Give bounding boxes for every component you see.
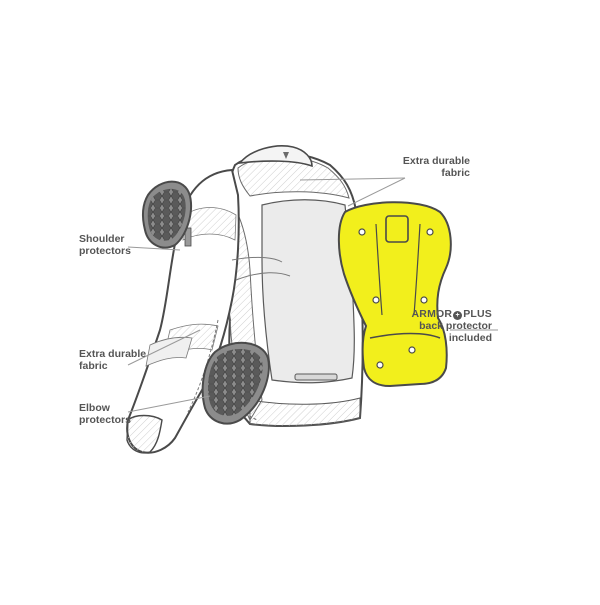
callout-elbow-protectors: Elbow protectors xyxy=(79,402,131,426)
callout-line: Elbow xyxy=(79,402,110,414)
jacket-collar xyxy=(238,145,313,168)
callout-shoulder-protectors: Shoulder protectors xyxy=(79,233,131,257)
callout-line: Extra durable xyxy=(402,155,470,167)
callout-extra-durable-side: Extra durable fabric xyxy=(79,348,146,372)
back-protector-icon xyxy=(337,201,452,388)
shoulder-protector-pad xyxy=(142,180,192,249)
sleeve-cuff xyxy=(126,414,163,454)
jacket-back-panel xyxy=(261,199,355,384)
elbow-protector-pad xyxy=(201,341,270,425)
honeycomb-pad-icon xyxy=(147,188,186,241)
back-protector xyxy=(337,201,452,388)
honeycomb-pad-icon xyxy=(208,348,263,416)
collar-logo-mark xyxy=(283,152,289,159)
callout-back-protector: ARMOR+PLUS back protector included xyxy=(412,308,492,344)
back-protector-slot xyxy=(385,215,409,243)
callout-line: Shoulder xyxy=(79,233,125,245)
callout-extra-durable-top: Extra durable fabric xyxy=(403,155,470,179)
waist-adjuster-tab xyxy=(294,373,338,381)
callout-line: fabric xyxy=(441,167,470,179)
callout-line: back protector xyxy=(419,320,492,332)
callout-line: protectors xyxy=(79,414,131,426)
callout-line: protectors xyxy=(79,245,131,257)
armor-plus-brand-right: PLUS xyxy=(463,308,492,320)
armor-plus-logo-icon: + xyxy=(453,311,463,320)
callout-line: included xyxy=(448,332,492,344)
armor-plus-logo: ARMOR+PLUS xyxy=(412,308,492,320)
jacket-waist-band xyxy=(249,397,361,427)
jacket-yoke-panel xyxy=(237,156,350,199)
leader-lines xyxy=(127,177,498,413)
callout-line: Extra durable xyxy=(79,348,147,360)
callout-line: fabric xyxy=(79,360,108,372)
armor-plus-brand-left: ARMOR xyxy=(411,308,453,320)
